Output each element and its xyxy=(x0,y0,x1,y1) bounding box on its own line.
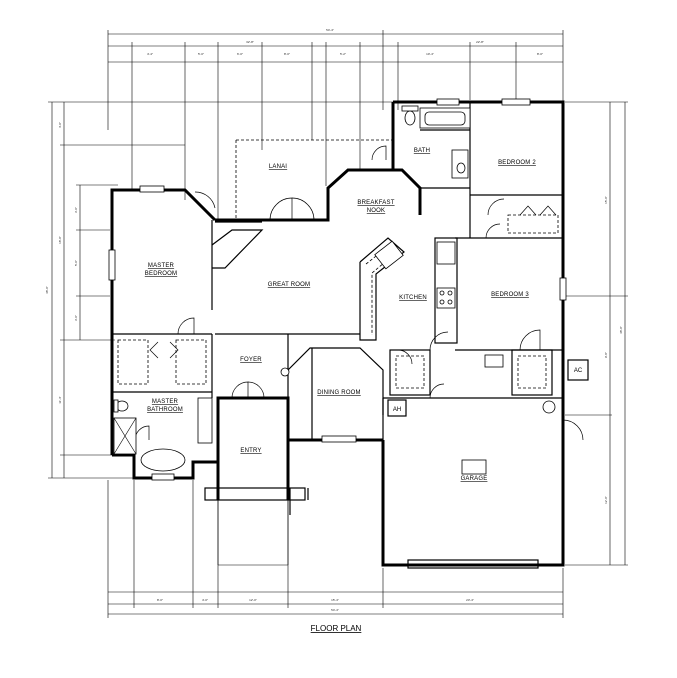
plan-caption: FLOOR PLAN xyxy=(311,624,362,633)
svg-text:3'-0": 3'-0" xyxy=(74,315,78,321)
svg-text:48'-0": 48'-0" xyxy=(45,286,49,294)
room-label-great-room: GREAT ROOM xyxy=(268,282,310,288)
room-label-nook: NOOK xyxy=(367,208,385,214)
svg-text:18'-0": 18'-0" xyxy=(58,236,62,244)
svg-text:4'-0": 4'-0" xyxy=(58,122,62,128)
room-label-bedroom-3: BEDROOM 3 xyxy=(491,292,529,298)
room-label-dining-room: DINING ROOM xyxy=(317,390,361,396)
svg-text:6'-0": 6'-0" xyxy=(237,52,243,56)
svg-text:23'-4": 23'-4" xyxy=(466,598,474,602)
doors xyxy=(134,145,584,441)
svg-text:5'-0": 5'-0" xyxy=(74,260,78,266)
svg-text:54'-4": 54'-4" xyxy=(326,28,334,32)
svg-text:15'-0": 15'-0" xyxy=(604,196,608,204)
svg-text:32'-8": 32'-8" xyxy=(246,40,254,44)
room-label-master: MASTER xyxy=(148,263,175,269)
room-label-breakfast: BREAKFAST xyxy=(357,200,394,206)
room-label-garage: GARAGE xyxy=(461,476,488,482)
room-label-bathroom: BATHROOM xyxy=(147,407,183,413)
dimension-lines: 54'-4" 22'-8" 32'-8" 4'-4" 5'-0" 6'-0" 8… xyxy=(45,28,628,618)
svg-text:8'-0": 8'-0" xyxy=(284,52,290,56)
svg-text:9'-8": 9'-8" xyxy=(604,352,608,358)
svg-text:5'-0": 5'-0" xyxy=(198,52,204,56)
svg-text:10'-4": 10'-4" xyxy=(426,52,434,56)
svg-text:8'-0": 8'-0" xyxy=(157,598,163,602)
room-label-entry: ENTRY xyxy=(240,448,261,454)
room-label-kitchen: KITCHEN xyxy=(399,295,427,301)
svg-text:11'-4": 11'-4" xyxy=(58,396,62,403)
room-label-lanai: LANAI xyxy=(269,164,287,170)
svg-text:8'-0": 8'-0" xyxy=(537,52,543,56)
svg-text:4'-4": 4'-4" xyxy=(147,52,153,56)
svg-text:4'-0": 4'-0" xyxy=(202,598,208,602)
ac-unit xyxy=(567,359,589,381)
room-label-bath: BATH xyxy=(414,148,430,154)
room-label-foyer: FOYER xyxy=(240,357,262,363)
ah-label: AH xyxy=(393,407,401,413)
room-label-bedroom: BEDROOM xyxy=(145,271,177,277)
room-label-master-2: MASTER xyxy=(152,399,179,405)
room-labels: BATH BEDROOM 2 LANAI BREAKFAST NOOK MAST… xyxy=(145,148,536,482)
interior-walls xyxy=(112,102,563,440)
fixtures xyxy=(108,98,567,569)
svg-text:5'-2": 5'-2" xyxy=(340,52,346,56)
svg-text:22'-8": 22'-8" xyxy=(476,40,484,44)
svg-text:12'-0": 12'-0" xyxy=(604,496,608,504)
room-label-bedroom-2: BEDROOM 2 xyxy=(498,160,536,166)
svg-text:48'-0": 48'-0" xyxy=(619,326,623,334)
equipment: AC AH xyxy=(387,359,589,417)
svg-text:12'-0": 12'-0" xyxy=(249,598,257,602)
svg-text:54'-4": 54'-4" xyxy=(331,608,339,612)
svg-text:15'-4": 15'-4" xyxy=(331,598,339,602)
ac-label: AC xyxy=(574,368,583,374)
svg-text:3'-0": 3'-0" xyxy=(74,207,78,213)
ah-unit xyxy=(387,399,407,417)
